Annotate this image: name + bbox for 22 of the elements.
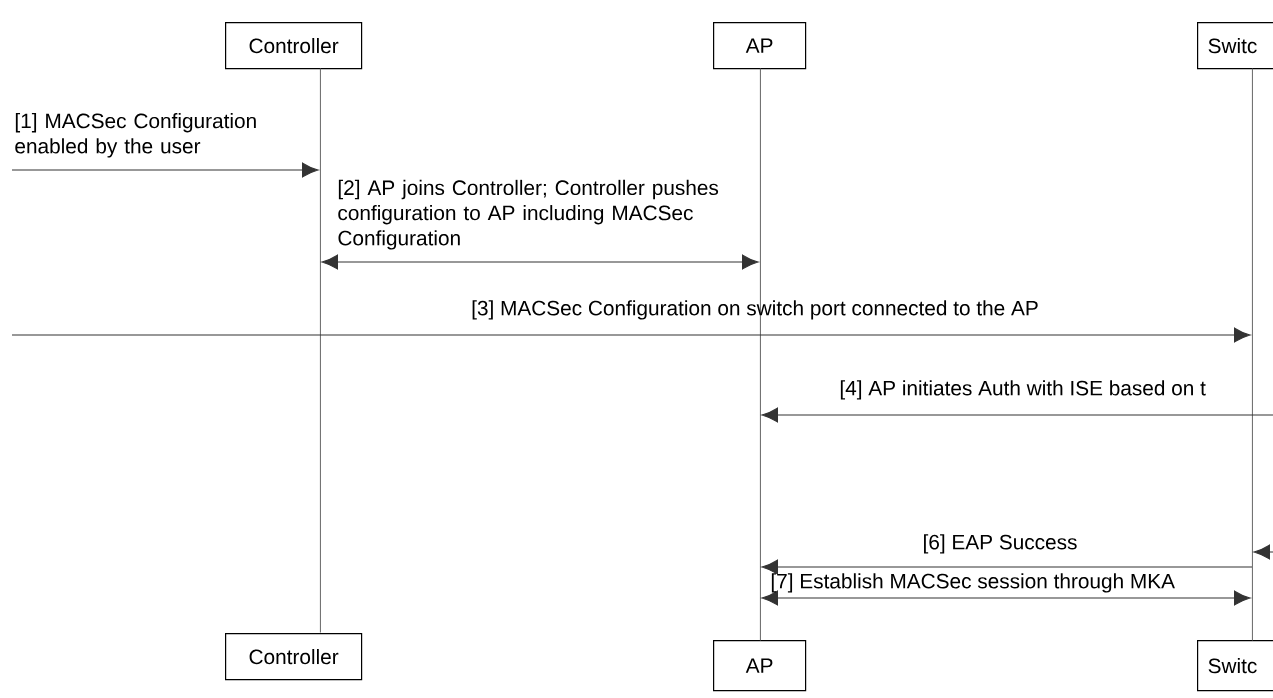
- message-label: [4] AP initiates Auth with ISE based on t: [840, 380, 1206, 400]
- participant-box: Controller: [225, 633, 363, 681]
- message-label: [2] AP joins Controller; Controller pushes configuration to AP including MACSec Configuration: [338, 179, 719, 250]
- message-arrow: [761, 590, 1251, 606]
- message-arrow: [321, 254, 759, 270]
- lifeline: [759, 68, 761, 641]
- participant-box: AP: [713, 640, 807, 692]
- message-label: [7] Establish MACSec session through MKA: [771, 573, 1175, 593]
- participant-box: Switc: [1197, 640, 1273, 692]
- message-arrow: [761, 559, 1253, 575]
- message-arrow: [11, 162, 319, 178]
- participant-box: Controller: [225, 22, 363, 70]
- message-label: [3] MACSec Configuration on switch port connected to the AP: [472, 300, 1038, 320]
- message-label: [1] MACSec Configuration enabled by the user: [15, 113, 256, 158]
- message-arrow: [761, 407, 1273, 423]
- message-arrow: [1253, 544, 1273, 560]
- lifeline: [319, 68, 321, 633]
- participant-box: Switc: [1197, 22, 1273, 70]
- participant-box: AP: [713, 22, 807, 70]
- message-arrow: [11, 327, 1251, 343]
- message-label: [6] EAP Success: [924, 534, 1077, 554]
- lifeline: [1251, 68, 1253, 641]
